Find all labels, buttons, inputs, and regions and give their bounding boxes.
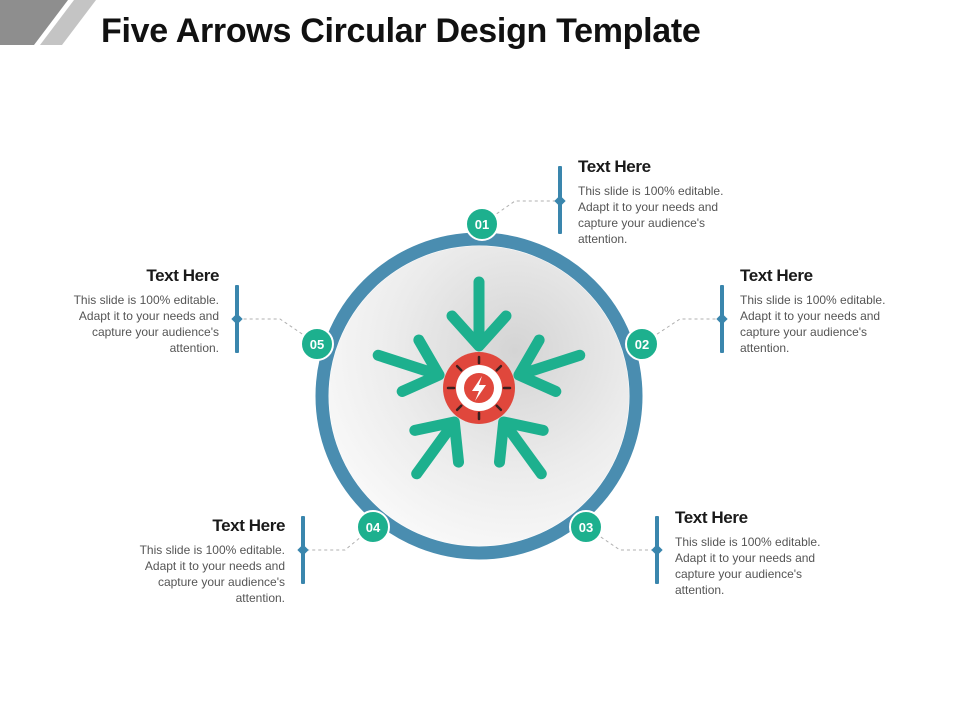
heading-02: Text Here <box>740 266 813 285</box>
text-block-03: Text Here This slide is 100% editable. A… <box>675 508 850 598</box>
svg-text:03: 03 <box>579 520 593 535</box>
text-block-02: Text Here This slide is 100% editable. A… <box>740 266 915 356</box>
body-05: This slide is 100% editable. Adapt it to… <box>73 293 219 355</box>
arrow-3 <box>493 416 549 480</box>
diamond-05 <box>231 313 243 325</box>
diamond-01 <box>554 195 566 207</box>
svg-text:02: 02 <box>635 337 649 352</box>
svg-text:01: 01 <box>475 217 489 232</box>
diamond-02 <box>716 313 728 325</box>
page-title: Five Arrows Circular Design Template <box>101 12 701 50</box>
badge-03: 03 <box>569 510 603 544</box>
body-03: This slide is 100% editable. Adapt it to… <box>675 535 821 597</box>
heading-04: Text Here <box>212 516 285 535</box>
arrow-4 <box>409 416 465 480</box>
badge-04: 04 <box>356 510 390 544</box>
svg-text:05: 05 <box>310 337 324 352</box>
body-02: This slide is 100% editable. Adapt it to… <box>740 293 886 355</box>
arrow-2 <box>513 334 586 397</box>
text-block-01: Text Here This slide is 100% editable. A… <box>578 157 753 247</box>
arrows-group <box>372 276 586 480</box>
diamond-03 <box>651 544 663 556</box>
svg-text:04: 04 <box>366 520 381 535</box>
corner-decoration <box>0 0 96 45</box>
heading-03: Text Here <box>675 508 748 527</box>
body-01: This slide is 100% editable. Adapt it to… <box>578 184 724 246</box>
connector-line-02 <box>641 318 722 345</box>
badge-02: 02 <box>625 327 659 361</box>
badge-01: 01 <box>465 207 499 241</box>
diamond-04 <box>297 544 309 556</box>
arrow-1 <box>446 276 512 352</box>
arrow-5 <box>372 334 445 397</box>
text-block-05: Text Here This slide is 100% editable. A… <box>44 266 220 356</box>
badge-05: 05 <box>300 327 334 361</box>
lightning-bolt-icon <box>443 352 515 424</box>
heading-05: Text Here <box>146 266 219 285</box>
body-04: This slide is 100% editable. Adapt it to… <box>139 543 285 605</box>
heading-01: Text Here <box>578 157 651 176</box>
text-block-04: Text Here This slide is 100% editable. A… <box>110 516 286 606</box>
